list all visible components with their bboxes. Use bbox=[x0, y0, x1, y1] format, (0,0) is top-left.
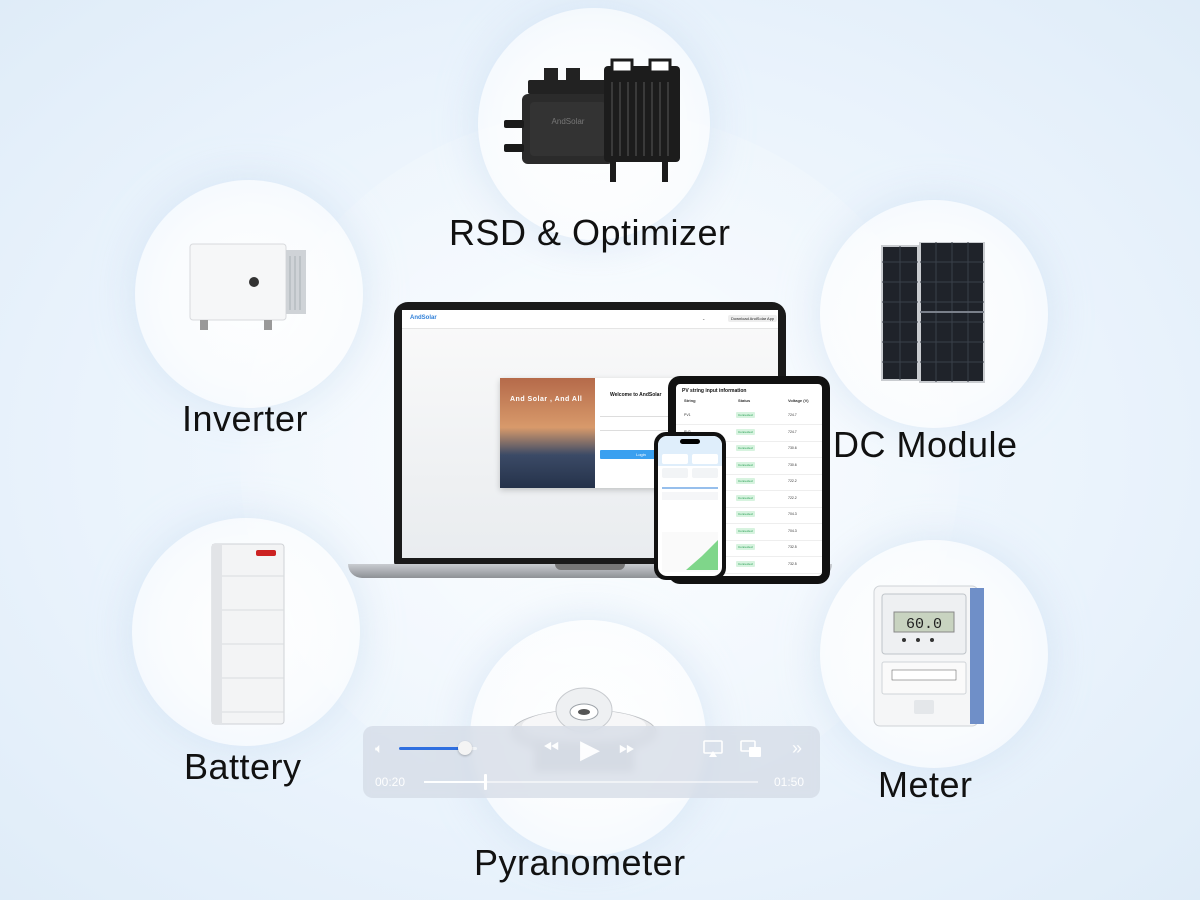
laptop-navbar: AndSolar ⌄ Download AndSolar App bbox=[402, 310, 778, 329]
chevron-double-right-icon[interactable]: » bbox=[792, 738, 803, 758]
status-badge: Connected bbox=[736, 544, 755, 550]
tablet-title: PV string input information bbox=[682, 388, 747, 394]
volume-level bbox=[399, 747, 465, 750]
battery-image bbox=[211, 543, 285, 725]
volume-slider-knob[interactable] bbox=[458, 741, 472, 755]
phone-app-screen bbox=[658, 436, 722, 572]
login-photo: And Solar , And All bbox=[500, 378, 595, 488]
seek-handle[interactable] bbox=[484, 774, 487, 790]
phone-dynamic-island bbox=[680, 439, 700, 444]
status-badge: Connected bbox=[736, 511, 755, 517]
meter-label: Meter bbox=[878, 764, 973, 805]
status-badge: Connected bbox=[736, 461, 755, 468]
dc-module-label: DC Module bbox=[833, 424, 1018, 465]
table-row: PV1 Connected 724.7 bbox=[676, 408, 822, 425]
speaker-icon[interactable]: 🔈︎ bbox=[375, 740, 384, 756]
current-time: 00:20 bbox=[375, 775, 406, 789]
tablet-col-voltage: Voltage (V) bbox=[788, 398, 809, 403]
total-time: 01:50 bbox=[774, 775, 805, 789]
login-button[interactable]: Login bbox=[600, 450, 682, 459]
voltage-cell: 732.5 bbox=[788, 561, 797, 566]
rsd-optimizer-image: AndSolar bbox=[504, 58, 680, 182]
status-badge: Connected bbox=[736, 494, 755, 501]
status-badge: Connected bbox=[736, 478, 755, 484]
voltage-cell: 704.3 bbox=[788, 528, 797, 533]
dc-module-image bbox=[881, 242, 985, 383]
voltage-cell: 722.2 bbox=[788, 495, 797, 500]
tablet-col-string: String bbox=[684, 398, 696, 403]
voltage-cell: 724.7 bbox=[788, 413, 797, 417]
video-controls[interactable] bbox=[363, 726, 820, 798]
password-field[interactable] bbox=[600, 422, 682, 431]
battery-label: Battery bbox=[184, 746, 302, 787]
rsd-optimizer-label: RSD & Optimizer bbox=[449, 212, 731, 253]
pyranometer-label: Pyranometer bbox=[474, 842, 686, 883]
voltage-cell: 732.5 bbox=[788, 545, 797, 549]
string-cell: PV2 bbox=[684, 430, 691, 434]
play-icon[interactable]: ▶︎ bbox=[580, 734, 600, 764]
meter-reading: 60.0 bbox=[906, 616, 942, 633]
phone-display bbox=[658, 436, 722, 576]
login-card: And Solar , And All Welcome to AndSolar … bbox=[500, 378, 690, 488]
rewind-icon[interactable]: ⏪︎ bbox=[543, 737, 559, 759]
laptop-logo: AndSolar bbox=[410, 315, 437, 321]
voltage-cell: 730.6 bbox=[788, 446, 797, 450]
meter-image: 60.0 bbox=[873, 585, 984, 727]
laptop-notch bbox=[555, 564, 625, 570]
username-field[interactable] bbox=[600, 408, 682, 417]
voltage-cell: 722.2 bbox=[788, 479, 797, 483]
fast-forward-icon[interactable]: ⏩︎ bbox=[619, 737, 635, 759]
status-badge: Connected bbox=[736, 560, 755, 567]
download-app-button[interactable]: Download AndSolar App bbox=[728, 315, 778, 322]
seek-track[interactable] bbox=[424, 781, 758, 783]
inverter-label: Inverter bbox=[182, 398, 309, 439]
table-row: PV2 Connected 724.7 bbox=[676, 425, 822, 442]
optimizer-brand: AndSolar bbox=[552, 117, 585, 126]
voltage-cell: 724.7 bbox=[788, 429, 797, 434]
status-badge: Connected bbox=[736, 412, 755, 418]
picture-in-picture-icon[interactable] bbox=[740, 740, 762, 758]
voltage-cell: 730.6 bbox=[788, 462, 797, 467]
status-badge: Connected bbox=[736, 445, 755, 451]
login-welcome: Welcome to AndSolar bbox=[610, 392, 662, 398]
tablet-col-status: Status bbox=[738, 398, 751, 403]
status-badge: Connected bbox=[736, 428, 755, 435]
string-cell: PV1 bbox=[684, 413, 691, 417]
inverter-image bbox=[189, 243, 306, 330]
login-tagline: And Solar , And All bbox=[510, 396, 583, 403]
language-selector[interactable]: ⌄ bbox=[702, 316, 706, 321]
status-badge: Connected bbox=[736, 527, 755, 534]
airplay-icon[interactable] bbox=[703, 740, 723, 758]
seek-progress bbox=[424, 781, 484, 783]
voltage-cell: 704.3 bbox=[788, 512, 797, 516]
